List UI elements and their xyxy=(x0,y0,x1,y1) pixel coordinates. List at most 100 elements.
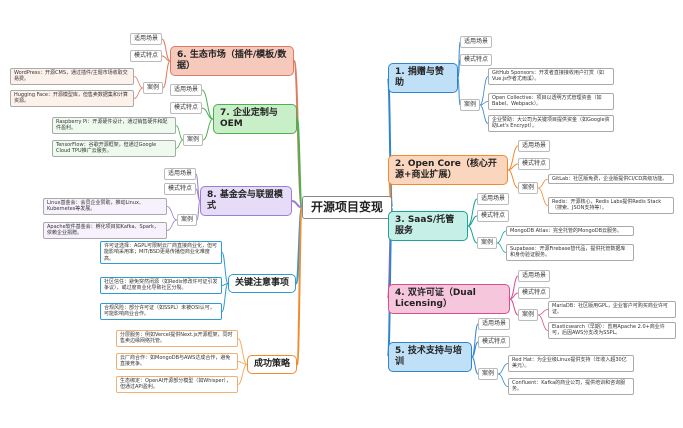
connector xyxy=(237,338,248,365)
connector xyxy=(509,298,519,316)
connector xyxy=(161,55,171,62)
connector xyxy=(201,89,214,120)
connector xyxy=(497,373,509,387)
case-red-hat: Red Hat：为企业级Linux提供支持（年收入超30亿美元）。 xyxy=(508,355,634,372)
branch-custom-oem[interactable]: 7. 企业定制与OEM xyxy=(213,104,297,134)
case-raspberry-pi: Raspberry Pi：开源硬件设计，通过销售硬件和配件盈利。 xyxy=(52,117,176,134)
connector xyxy=(457,77,461,106)
case-supabase: Supabase：开源Firebase替代品，提供托管数据库和身份验证服务。 xyxy=(506,244,634,261)
connector xyxy=(175,139,184,149)
branch-saas[interactable]: 3. SaaS/托管服务 xyxy=(388,211,468,241)
pattern-label-3: 模式特点 xyxy=(477,210,510,222)
connector xyxy=(471,341,479,358)
case-mariadb: MariaDB：社区版用GPL，企业客户可购买商业许可证。 xyxy=(548,301,676,318)
connector xyxy=(537,187,549,206)
center-topic: 开源项目变现 xyxy=(302,196,393,219)
case-enterprise-sponsor: 企业赞助：大公司为关键项目提供资金（如Google资助Let's Encrypt… xyxy=(488,115,614,132)
branch-donation[interactable]: 1. 捐赠与赞助 xyxy=(388,63,458,93)
pattern-label-4: 模式特点 xyxy=(518,287,551,299)
connector xyxy=(166,219,178,231)
connector xyxy=(496,242,507,253)
case-tensorflow: TensorFlow：谷歌开源框架，但通过Google Cloud TPU推广云… xyxy=(52,140,176,157)
strategy-layered-service: 分层服务：例如Vercel提供Next.js开源框架，同时售卖边缘网络托管。 xyxy=(116,330,238,347)
note-compliance-risk: 合规风险：部分许可证（如SSPL）未被OSI认可，可能影响商业合作。 xyxy=(100,303,222,320)
scene-label-1: 适用场景 xyxy=(460,36,493,48)
case-hugging-face: Hugging Face：开源模型库，但售卖数据集和计算资源。 xyxy=(10,90,134,107)
strategy-ecosystem-binding: 生态绑定：OpenAI开源部分模型（如Whisper），但通过API盈利。 xyxy=(116,376,238,393)
branch-key-notes[interactable]: 关键注意事项 xyxy=(228,274,296,293)
connector xyxy=(133,87,144,99)
connector xyxy=(196,200,201,221)
connector xyxy=(537,178,549,189)
connector xyxy=(296,118,303,209)
connector xyxy=(133,76,144,89)
connector xyxy=(479,101,489,106)
scene-label-5: 适用场景 xyxy=(478,318,511,330)
scene-label-6: 适用场景 xyxy=(130,33,163,45)
pattern-label-5: 模式特点 xyxy=(478,336,511,348)
connector xyxy=(479,104,489,124)
branch-dual-license[interactable]: 4. 双许可证（Dual Licensing） xyxy=(388,284,510,314)
branch-success-strategy[interactable]: 成功策略 xyxy=(247,355,297,374)
cases-label-3: 案例 xyxy=(477,237,498,249)
connector xyxy=(497,363,509,375)
connector xyxy=(507,163,519,171)
branch-ecosystem-market[interactable]: 6. 生态市场（插件/模板/数据） xyxy=(170,46,294,76)
cases-label-5: 案例 xyxy=(478,368,499,380)
connector xyxy=(457,59,461,79)
connector xyxy=(195,188,201,202)
cases-label-8: 案例 xyxy=(177,214,198,226)
cases-label-4: 案例 xyxy=(518,309,539,321)
case-github-sponsors: GitHub Sponsors：开发者直接接收用户打赏（如Vue.js作者尤雨溪… xyxy=(488,68,614,85)
connector xyxy=(537,309,549,316)
connector xyxy=(467,225,478,244)
case-gitlab: GitLab：社区版免费，企业版提供CI/CD高级功能。 xyxy=(548,174,674,185)
case-apache-foundation: Apache软件基金会：孵化项目如Kafka、Spark，依赖企业捐赠。 xyxy=(43,222,167,239)
pattern-label-1: 模式特点 xyxy=(460,54,493,66)
pattern-label-7: 模式特点 xyxy=(170,102,203,114)
note-community-trust: 社区信任：避免突然闭源（如Redis修改许可证引发争议），或过度商业化导致社区分… xyxy=(100,277,222,294)
case-confluent: Confluent：Kafka的商业公司，提供培训和咨询服务。 xyxy=(508,378,634,395)
connector xyxy=(221,252,229,284)
connector xyxy=(166,206,178,221)
scene-label-8: 适用场景 xyxy=(164,168,197,180)
pattern-label-6: 模式特点 xyxy=(130,50,163,62)
connector xyxy=(471,356,479,375)
connector xyxy=(496,230,507,244)
pattern-label-2: 模式特点 xyxy=(518,158,551,170)
case-open-collective: Open Collective：项目以透明方式管理资金（如Babel、Webpa… xyxy=(488,93,614,110)
branch-support-training[interactable]: 5. 技术支持与培训 xyxy=(388,342,472,372)
cases-label-2: 案例 xyxy=(518,182,539,194)
connector xyxy=(221,283,229,312)
branch-foundation[interactable]: 8. 基金会与联盟模式 xyxy=(200,186,292,216)
connector xyxy=(291,200,303,209)
pattern-label-8: 模式特点 xyxy=(164,183,197,195)
case-elasticsearch: Elasticsearch（早期）：曾用Apache 2.0+商业许可，后因AW… xyxy=(548,322,676,339)
connector xyxy=(202,118,214,141)
cases-label-7: 案例 xyxy=(183,134,204,146)
cases-label-1: 案例 xyxy=(460,99,481,111)
connector xyxy=(175,125,184,141)
case-mongodb-atlas: MongoDB Atlas：完全托管的MongoDB云服务。 xyxy=(506,226,634,237)
scene-label-3: 适用场景 xyxy=(477,193,510,205)
note-license-choice: 许可证选择：AGPL可限制云厂商直接商业化，但可能影响采用率；MIT/BSD更易… xyxy=(100,241,222,264)
connector xyxy=(237,364,248,385)
connector xyxy=(507,145,519,171)
case-linux-foundation: Linux基金会：会员企业赞助，推动Linux、Kubernetes等发展。 xyxy=(43,198,167,215)
scene-label-2: 适用场景 xyxy=(518,140,551,152)
strategy-cloud-partnership: 云厂商合作：如MongoDB与AWS达成合作，避免直接竞争。 xyxy=(116,353,238,370)
connector xyxy=(507,169,519,189)
connector xyxy=(296,206,303,366)
connector xyxy=(161,38,171,62)
connector xyxy=(201,107,214,120)
scene-label-7: 适用场景 xyxy=(170,84,203,96)
case-wordpress: WordPress：开源CMS，通过插件/主题市场收取交易费。 xyxy=(10,68,134,85)
connector xyxy=(479,76,489,106)
connector xyxy=(467,215,478,227)
branch-open-core[interactable]: 2. Open Core（核心开源+商业扩展） xyxy=(388,155,508,185)
scene-label-4: 适用场景 xyxy=(518,270,551,282)
connector xyxy=(162,60,171,89)
case-redis: Redis：开源核心，Redis Labs提供Redis Stack（搜索、JS… xyxy=(548,197,674,214)
cases-label-6: 案例 xyxy=(143,82,164,94)
connector xyxy=(537,314,549,331)
